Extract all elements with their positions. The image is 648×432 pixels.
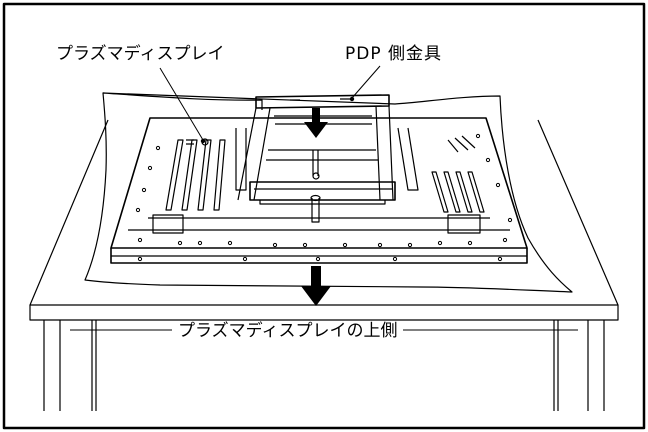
protective-sheet xyxy=(84,92,573,293)
label-plasma-display: プラズマディスプレイ xyxy=(56,44,225,64)
leader-line-display xyxy=(159,67,204,141)
down-arrow-bracket-icon xyxy=(304,108,328,138)
label-pdp-bracket: PDP 側金具 xyxy=(345,44,442,64)
label-plasma-top-side: プラズマディスプレイの上側 xyxy=(172,321,404,341)
down-arrow-top-side-icon xyxy=(301,266,331,306)
plasma-display-panel xyxy=(110,117,528,264)
pdp-bracket xyxy=(237,94,396,223)
leader-line-bracket xyxy=(351,65,381,99)
table xyxy=(29,119,619,411)
